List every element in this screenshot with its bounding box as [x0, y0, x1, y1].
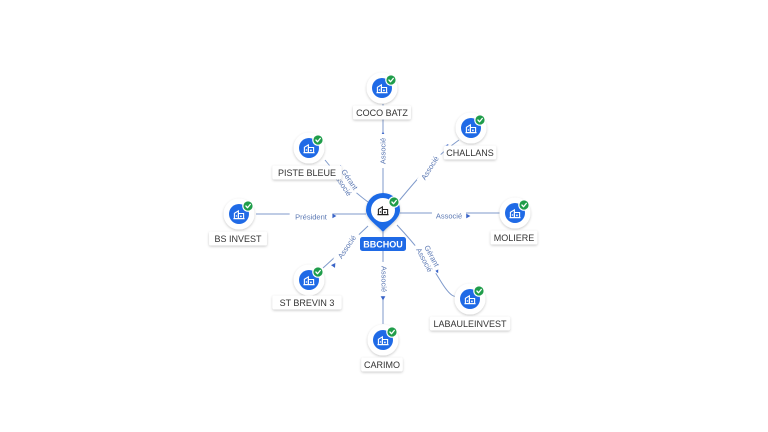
company-building-icon [377, 205, 389, 216]
node-carimo[interactable]: CARIMO [361, 324, 403, 372]
node-label: MOLIERE [494, 233, 535, 243]
node-bs-invest[interactable]: BS INVEST [209, 198, 267, 246]
center-label-box [360, 237, 406, 251]
node-label-box [429, 316, 511, 331]
verified-check-icon [312, 134, 324, 146]
node-label: CHALLANS [446, 148, 494, 158]
node-label-box [272, 295, 342, 310]
node-piste-bleue[interactable]: PISTE BLEUE [272, 132, 342, 180]
node-label: LABAULEINVEST [433, 319, 507, 329]
edge-role-label: Associé [379, 138, 388, 164]
company-building-icon [303, 143, 315, 154]
edge-moliere: Associé [400, 211, 500, 221]
nodes-layer: COCO BATZ CHALLANS MOLIERE LABAULEINVEST CAR… [209, 72, 538, 372]
edge-role-label: Associé [380, 266, 389, 292]
company-building-icon [233, 209, 245, 220]
node-label: ST BREVIN 3 [280, 298, 335, 308]
node-label: BS INVEST [214, 234, 262, 244]
verified-check-icon [385, 74, 397, 86]
verified-check-icon [474, 114, 486, 126]
node-label-box [209, 231, 267, 246]
edge-arrow-icon [332, 213, 337, 219]
edge-arrow-icon [380, 296, 386, 301]
verified-check-icon [386, 326, 398, 338]
company-building-icon [376, 83, 388, 94]
node-label: PISTE BLEUE [278, 168, 336, 178]
verified-check-icon [312, 266, 324, 278]
verified-check-icon [518, 199, 530, 211]
edge-arrow-icon [331, 263, 336, 268]
company-building-icon [377, 335, 389, 346]
verified-check-icon [473, 285, 485, 297]
node-st-brevin-3[interactable]: ST BREVIN 3 [272, 264, 342, 310]
verified-check-icon [388, 196, 400, 208]
edge-bs-invest: Président [256, 212, 366, 222]
company-building-icon [465, 123, 477, 134]
company-building-icon [464, 294, 476, 305]
node-moliere[interactable]: MOLIERE [490, 197, 538, 245]
edge-role-label: Président [295, 213, 328, 222]
center-label: BBCHOU [363, 239, 403, 249]
company-building-icon [509, 208, 521, 219]
node-challans[interactable]: CHALLANS [443, 112, 497, 160]
company-building-icon [303, 275, 315, 286]
edge-role-label: Associé [419, 154, 441, 181]
node-label-box [353, 105, 411, 120]
node-labauleinvest[interactable]: LABAULEINVEST [429, 283, 511, 331]
node-label: COCO BATZ [356, 108, 408, 118]
node-coco-batz[interactable]: COCO BATZ [353, 72, 411, 120]
node-label-box [443, 145, 497, 160]
node-label: CARIMO [364, 360, 400, 370]
verified-check-icon [242, 200, 254, 212]
edge-role-label: Associé [336, 234, 358, 261]
node-label-box [361, 357, 403, 372]
node-label-box [490, 230, 538, 245]
edge-role-label: Associé [436, 212, 462, 221]
center-node[interactable]: BBCHOU [360, 193, 406, 251]
node-label-box [272, 165, 342, 180]
edge-arrow-icon [466, 213, 471, 219]
